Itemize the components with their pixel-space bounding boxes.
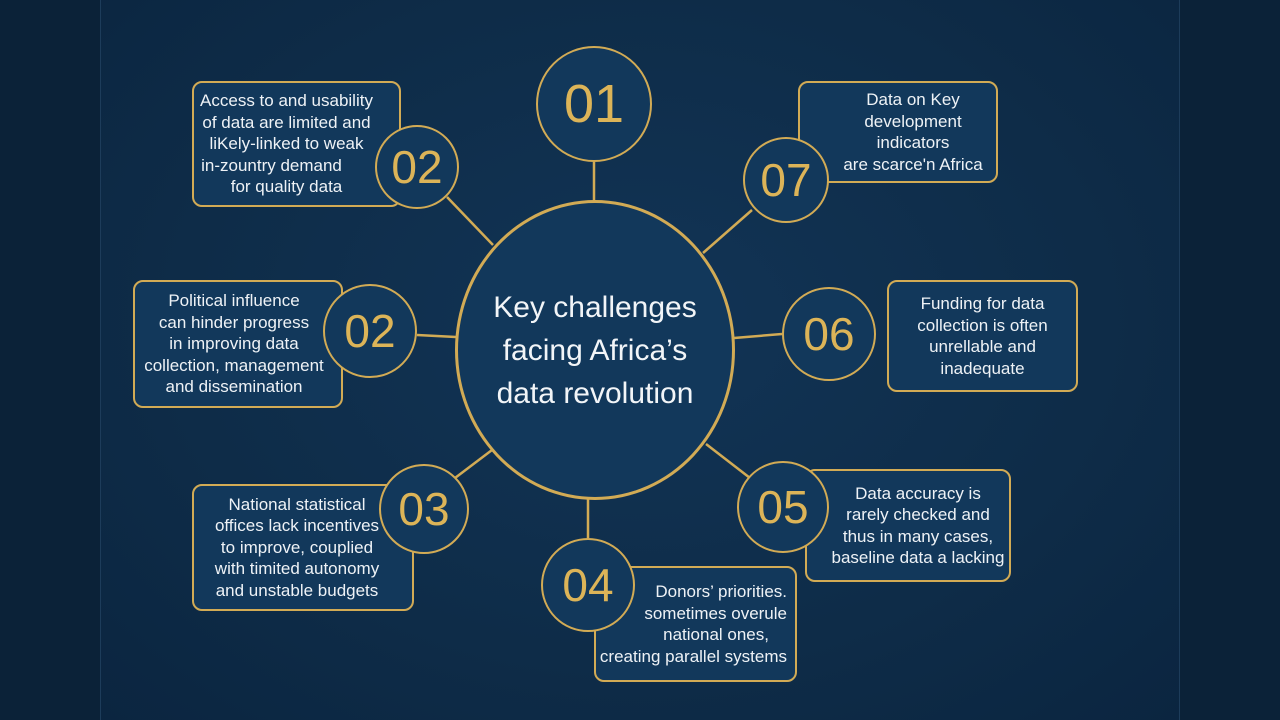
number-label: 06 <box>803 308 855 360</box>
box-line: in-zountry demand <box>201 155 342 175</box>
box-line: Access to and usability <box>200 91 373 111</box>
number-circle-02a: 02 <box>375 125 459 209</box>
connector-06 <box>733 332 783 340</box>
number-circle-04: 04 <box>541 538 635 632</box>
box-line: Funding for data <box>920 294 1045 313</box>
number-circle-06: 06 <box>782 287 876 381</box>
box-line: Data accuracy is <box>855 483 981 503</box>
challenge-box-06: Funding for data collection is often unr… <box>887 280 1078 392</box>
box-line: baseline data a lacking <box>831 548 1005 567</box>
number-circle-05: 05 <box>737 461 829 553</box>
box-line: with timited autonomy <box>214 559 380 579</box>
box-line: for quality data <box>230 177 343 197</box>
box-line: unrellable and <box>929 337 1036 356</box>
challenge-box-02b: Political influence can hinder progress … <box>133 280 343 408</box>
connector-02a <box>446 196 494 246</box>
connector-03 <box>454 449 493 479</box>
number-label: 02 <box>391 141 443 193</box>
number-label: 03 <box>398 483 450 535</box>
box-line: can hinder progress <box>158 312 310 332</box>
box-line: development indicators <box>864 111 962 153</box>
box-line: national ones, <box>663 625 769 644</box>
box-line: and unstable budgets <box>215 580 379 600</box>
box-line: creating parallel systems <box>599 646 787 666</box>
box-line: Political influence <box>168 291 300 311</box>
number-label: 02 <box>344 305 396 357</box>
number-circle-01: 01 <box>536 46 652 162</box>
box-line: collection is often <box>917 315 1048 335</box>
box-line: sometimes overule <box>644 603 787 623</box>
title-line: data revolution <box>496 376 694 410</box>
connector-02b <box>416 333 457 339</box>
number-circle-07: 07 <box>743 137 829 223</box>
box-line: to improve, couplied <box>220 537 374 557</box>
number-label: 01 <box>563 74 625 134</box>
number-circle-03: 03 <box>379 464 469 554</box>
number-label: 04 <box>562 559 614 611</box>
box-line: offices lack incentives <box>214 516 380 536</box>
box-line: collection, management <box>144 355 324 375</box>
challenge-box-03: National statistical offices lack incent… <box>192 484 414 611</box>
box-line: thus in many cases, <box>842 526 994 546</box>
title-line: Key challenges <box>493 290 697 324</box>
central-title-ellipse: Key challenges facing Africa’s data revo… <box>455 200 735 500</box>
connector-07 <box>702 209 753 254</box>
connector-05 <box>705 443 751 479</box>
box-line: are scarce'n Africa <box>843 154 983 174</box>
box-line: liKely-linked to weak <box>209 134 364 154</box>
box-line: of data are limited and <box>202 112 371 132</box>
box-line: and dissemination <box>165 377 303 397</box>
number-label: 05 <box>757 481 809 533</box>
challenge-box-05: Data accuracy is rarely checked and thus… <box>805 469 1011 582</box>
title-line: facing Africa’s <box>502 333 688 367</box>
box-line: in improving data <box>169 334 299 354</box>
number-circle-02b: 02 <box>323 284 417 378</box>
number-label: 07 <box>760 154 812 206</box>
challenge-box-02a: Access to and usability of data are limi… <box>192 81 401 207</box>
box-line: Data on Key <box>866 90 960 109</box>
box-line: rarely checked and <box>846 505 990 524</box>
box-line: National statistical <box>228 494 366 514</box>
challenge-box-07: Data on Key development indicators are s… <box>798 81 998 183</box>
box-line: inadequate <box>940 358 1025 378</box>
box-line: Donors’ priorities. <box>655 582 787 601</box>
